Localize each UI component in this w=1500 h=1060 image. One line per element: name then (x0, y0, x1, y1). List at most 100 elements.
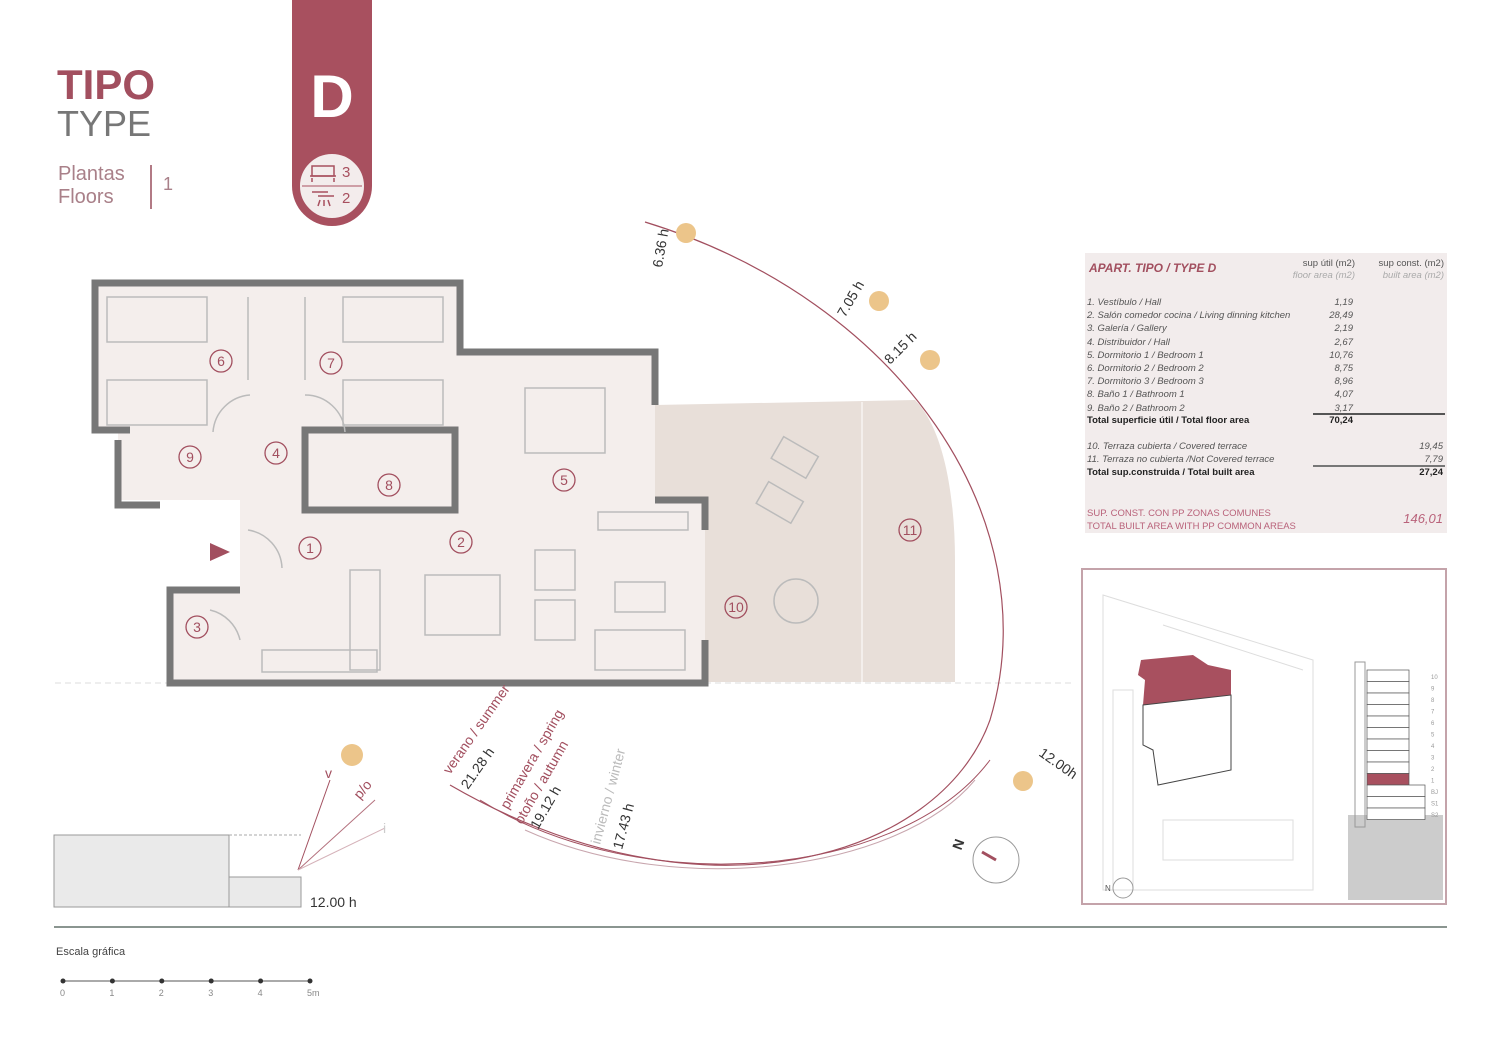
sun-arc-winter (524, 779, 976, 870)
scale-tick-label: 0 (60, 988, 66, 998)
level-label: S1 (1431, 802, 1439, 808)
room-number-2: 2 (449, 530, 473, 554)
row-label: 11. Terraza no cubierta /Not Covered ter… (1087, 454, 1275, 465)
scale-tick (60, 978, 66, 984)
room-number-10: 10 (724, 595, 748, 619)
row-value: 10,76 (1329, 349, 1353, 361)
divider (54, 926, 1447, 928)
total-floor-row: Total superficie útil / Total floor area… (1087, 414, 1445, 427)
sun-icon (920, 350, 940, 370)
level-label: 4 (1431, 744, 1435, 750)
scale-tick-label: 4 (257, 988, 263, 998)
sun-hour: 6.36 h (649, 227, 672, 268)
bedroom-count: 3 (342, 164, 351, 181)
level-3 (1366, 750, 1410, 763)
rooms-summary: 3 2 (298, 152, 366, 220)
plantas-label: Plantas (58, 163, 125, 185)
room-number-9: 9 (178, 445, 202, 469)
table-title: APART. TIPO / TYPE D (1089, 261, 1217, 275)
shower-icon (312, 191, 334, 207)
row-label: Total sup.construida / Total built area (1087, 467, 1255, 478)
room-number-label: 3 (193, 619, 201, 635)
col-header: sup const. (m2) (1378, 258, 1444, 269)
sun-hour: 7.05 h (834, 278, 867, 320)
room-number-label: 5 (560, 472, 568, 488)
level-4 (1366, 738, 1410, 751)
col-header: sup útil (m2) (1302, 258, 1355, 269)
sun-hour: 8.15 h (881, 328, 920, 367)
scale-bar (60, 978, 313, 984)
room-number-label: 8 (385, 477, 393, 493)
compass-icon (972, 836, 1020, 884)
table-row: 11. Terraza no cubierta /Not Covered ter… (1087, 453, 1445, 466)
row-value: 7,79 (1424, 454, 1444, 465)
scale-label: Escala gráfica (56, 946, 126, 958)
section-building (53, 834, 230, 908)
row-label: 7. Dormitorio 3 / Bedroom 3 (1087, 376, 1204, 388)
room-number-label: 4 (272, 445, 280, 461)
level-label: 3 (1431, 756, 1435, 762)
level-label: 10 (1431, 675, 1438, 681)
sun-hour: 12.00h (1036, 744, 1080, 782)
area-table: APART. TIPO / TYPE D sup útil (m2)floor … (1085, 253, 1447, 533)
table-row: 4. Distribuidor / Hall 2,67 (1087, 336, 1445, 349)
row-label: 4. Distribuidor / Hall (1087, 336, 1170, 348)
level-1 (1366, 773, 1410, 786)
row-label: 8. Baño 1 / Bathroom 1 (1087, 389, 1185, 401)
row-value: 28,49 (1329, 310, 1353, 322)
ray-label-i: i (383, 820, 386, 836)
col-subheader: floor area (m2) (1292, 270, 1355, 281)
level-2 (1366, 761, 1410, 774)
level-9 (1366, 681, 1410, 694)
room-number-label: 2 (457, 534, 465, 550)
sun-icon (341, 744, 363, 766)
walls (91, 279, 709, 687)
row-value: 27,24 (1419, 467, 1443, 478)
scale-tick-label: 5m (307, 988, 320, 998)
bed-icon (310, 165, 336, 182)
sun-icon (1013, 771, 1033, 791)
scale-tick (307, 978, 313, 984)
common-areas-value: 146,01 (1403, 511, 1443, 526)
room-number-7: 7 (319, 351, 343, 375)
title-tipo: TIPO (57, 61, 156, 108)
level-S2 (1366, 807, 1426, 820)
row-value: 19,45 (1419, 441, 1443, 452)
floors-value: 1 (163, 174, 174, 194)
row-value: 8,75 (1334, 363, 1354, 374)
level-label: 1 (1431, 779, 1435, 785)
floors-en-label: Floors (58, 186, 114, 208)
scale-tick (258, 978, 264, 984)
row-value: 2,67 (1334, 336, 1354, 348)
room-number-label: 10 (728, 599, 744, 615)
level-label: BJ (1431, 790, 1438, 796)
row-value: 3,17 (1334, 402, 1354, 414)
row-value: 4,07 (1334, 389, 1354, 401)
type-letter: D (310, 63, 354, 130)
row-value: 2,19 (1334, 323, 1354, 335)
table-row: 8. Baño 1 / Bathroom 1 4,07 (1087, 388, 1445, 401)
level-8 (1366, 692, 1410, 705)
row-value: 70,24 (1329, 415, 1353, 426)
common-en: TOTAL BUILT AREA WITH PP COMMON AREAS (1087, 521, 1296, 532)
room-number-label: 1 (306, 540, 314, 556)
row-label: 1. Vestíbulo / Hall (1087, 297, 1162, 308)
level-label: 7 (1431, 710, 1435, 716)
room-number-label: 11 (903, 522, 918, 538)
row-label: Total superficie útil / Total floor area (1087, 415, 1250, 426)
section-hour: 12.00 h (310, 894, 357, 910)
winter-hours: 17.43 h (609, 802, 637, 851)
level-10 (1366, 669, 1410, 682)
sun-icon (869, 291, 889, 311)
row-label: 6. Dormitorio 2 / Bedroom 2 (1087, 363, 1204, 374)
terrace (655, 400, 955, 682)
sun-arc-spring (479, 759, 991, 865)
level-label: S2 (1431, 813, 1439, 819)
room-number-8: 8 (377, 473, 401, 497)
